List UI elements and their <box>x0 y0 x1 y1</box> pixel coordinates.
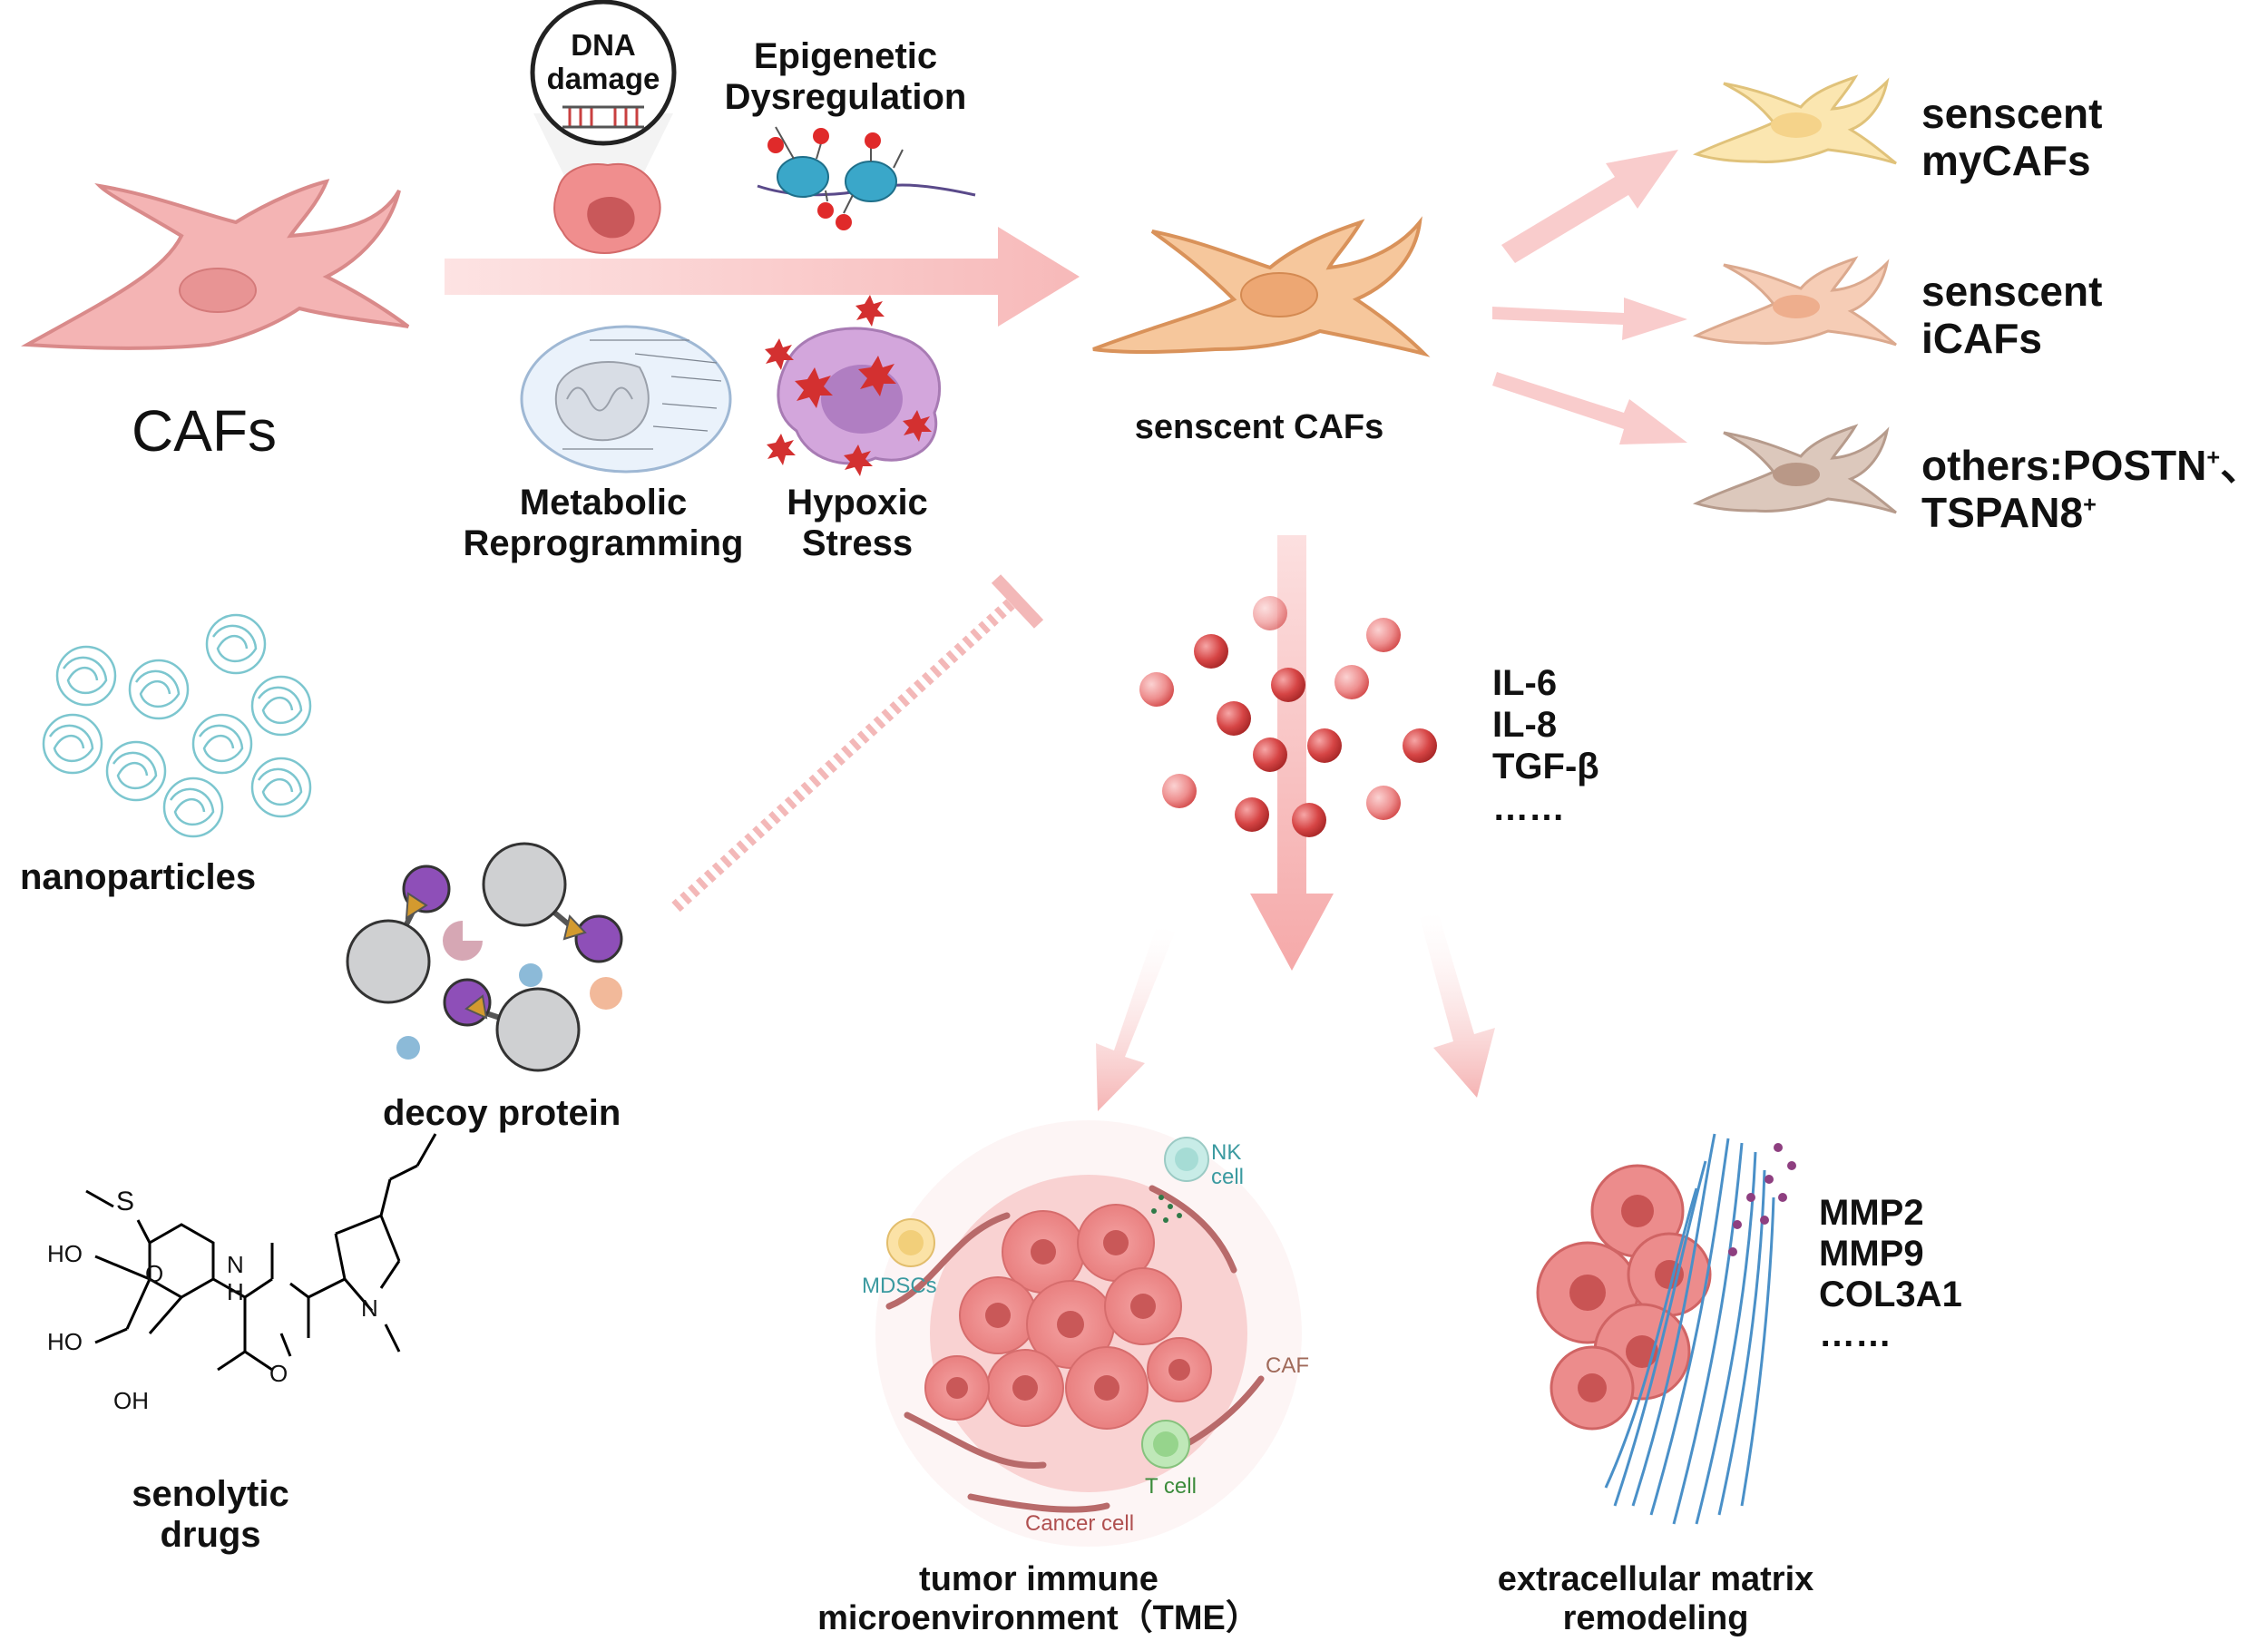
tme-illustration <box>875 1120 1302 1547</box>
sasp-down-arrow <box>1250 535 1334 971</box>
ecm-markers: MMP2 MMP9 COL3A1 …… <box>1819 1193 1962 1355</box>
others-sup2: + <box>2083 492 2097 518</box>
ecm-caption-line2: remodeling <box>1562 1598 1749 1637</box>
others-sup1: + <box>2206 444 2221 471</box>
marker-col3a1: COL3A1 <box>1819 1274 1962 1314</box>
tme-caption: tumor immune microenvironment（TME） <box>817 1560 1260 1637</box>
tme-caption-line2: microenvironment（TME） <box>817 1598 1260 1637</box>
nk-cell-icon <box>1151 1137 1209 1223</box>
sasp-il6: IL-6 <box>1492 663 1558 703</box>
hypoxic-label: Hypoxic Stress <box>787 483 928 564</box>
hypoxic-line1: Hypoxic <box>787 483 928 523</box>
collagen-fibers <box>1604 1133 1775 1525</box>
atom-s: S <box>116 1187 135 1216</box>
tme-caf-label: CAF <box>1266 1353 1309 1378</box>
epigenetic-icon <box>757 126 976 230</box>
metabolic-label: Metabolic Reprogramming <box>464 483 744 564</box>
icaf-line1: senscent <box>1921 268 2103 315</box>
atom-h: H <box>227 1278 244 1305</box>
sasp-beads <box>1139 596 1437 837</box>
atom-o-ring: O <box>145 1260 164 1287</box>
marker-mmp9: MMP9 <box>1819 1233 1924 1274</box>
others-separator: 、 <box>2220 442 2263 489</box>
epigenetic-label: Epigenetic Dysregulation <box>725 36 967 118</box>
t-cell-icon <box>1141 1420 1190 1469</box>
nanoparticles-label: nanoparticles <box>20 857 257 897</box>
decoy-protein-icon <box>346 842 623 1072</box>
nanoparticles-icon <box>42 613 312 838</box>
atom-n1: N <box>227 1251 244 1278</box>
dna-damage-line2: damage <box>546 61 660 95</box>
oxygen-radical-icon <box>765 295 932 476</box>
atom-n2: N <box>361 1294 378 1322</box>
others-line1: others:POSTN <box>1921 442 2207 489</box>
atom-ho2: HO <box>47 1328 83 1355</box>
main-arrow-to-senescent <box>445 227 1080 327</box>
caf-label: CAFs <box>132 398 277 464</box>
epigenetic-line1: Epigenetic <box>753 36 938 76</box>
epigenetic-line2: Dysregulation <box>724 76 967 117</box>
ecm-illustration <box>1536 1133 1796 1525</box>
mycaf-label: senscent myCAFs <box>1921 90 2103 184</box>
hypoxic-cell-icon <box>765 295 942 476</box>
senolytic-line1: senolytic <box>132 1474 289 1514</box>
marker-ellipsis: …… <box>1819 1314 1892 1355</box>
metabolic-pathway-icon <box>520 325 732 474</box>
tme-nk-line2: cell <box>1211 1164 1245 1189</box>
arrow-to-ecm <box>1420 912 1495 1098</box>
inhibition-line <box>671 574 1044 913</box>
metabolic-line2: Reprogramming <box>463 523 744 563</box>
dna-damage-icon <box>530 0 677 254</box>
sasp-list: IL-6 IL-8 TGF-β …… <box>1492 662 1599 829</box>
ecm-caption-line1: extracellular matrix <box>1497 1560 1814 1598</box>
hypoxic-line2: Stress <box>801 523 914 563</box>
cancer-cells <box>924 1204 1212 1430</box>
sasp-ellipsis: …… <box>1492 788 1565 828</box>
dna-damage-label: DNA damage <box>546 28 660 96</box>
atom-o-carbonyl: O <box>269 1360 288 1387</box>
others-cell-icon <box>1692 424 1897 514</box>
tme-tcell-label: T cell <box>1145 1474 1197 1499</box>
decoy-protein-label: decoy protein <box>383 1093 621 1133</box>
atom-ho1: HO <box>47 1240 83 1267</box>
tme-nk-label: NK cell <box>1211 1140 1245 1190</box>
metabolic-line1: Metabolic <box>519 483 688 523</box>
icaf-line2: iCAFs <box>1921 314 2042 362</box>
ecm-caption: extracellular matrix remodeling <box>1498 1560 1814 1637</box>
tme-caption-line1: tumor immune <box>919 1560 1158 1598</box>
tme-nk-line1: NK <box>1211 1140 1242 1165</box>
dna-damage-line1: DNA <box>571 28 636 62</box>
mdsc-icon <box>886 1218 935 1267</box>
icaf-cell-icon <box>1692 256 1897 347</box>
tme-mdsc-label: MDSCs <box>862 1274 937 1298</box>
mycaf-line1: senscent <box>1921 90 2103 137</box>
senolytic-label: senolytic drugs <box>132 1474 288 1556</box>
sasp-tgfb: TGF-β <box>1492 747 1599 786</box>
caf-cell-icon <box>21 179 410 350</box>
mycaf-line2: myCAFs <box>1921 136 2091 184</box>
senolytic-molecule-icon <box>85 1133 437 1372</box>
atom-oh: OH <box>113 1387 149 1414</box>
marker-mmp2: MMP2 <box>1819 1193 1924 1233</box>
others-line2: TSPAN8 <box>1921 488 2084 536</box>
mycaf-cell-icon <box>1692 74 1897 165</box>
senescent-caf-label: senscent CAFs <box>1134 408 1384 446</box>
senolytic-line2: drugs <box>160 1514 261 1555</box>
senescent-caf-cell-icon <box>1092 216 1431 357</box>
subtype-arrows <box>1492 150 1687 444</box>
arrow-to-tme <box>1096 925 1175 1111</box>
mmp-dots <box>1728 1143 1796 1256</box>
icaf-label: senscent iCAFs <box>1921 268 2103 362</box>
sasp-il8: IL-8 <box>1492 705 1558 745</box>
others-label: others:POSTN+、 TSPAN8+ <box>1921 442 2263 536</box>
tme-cancer-label: Cancer cell <box>1025 1511 1135 1536</box>
